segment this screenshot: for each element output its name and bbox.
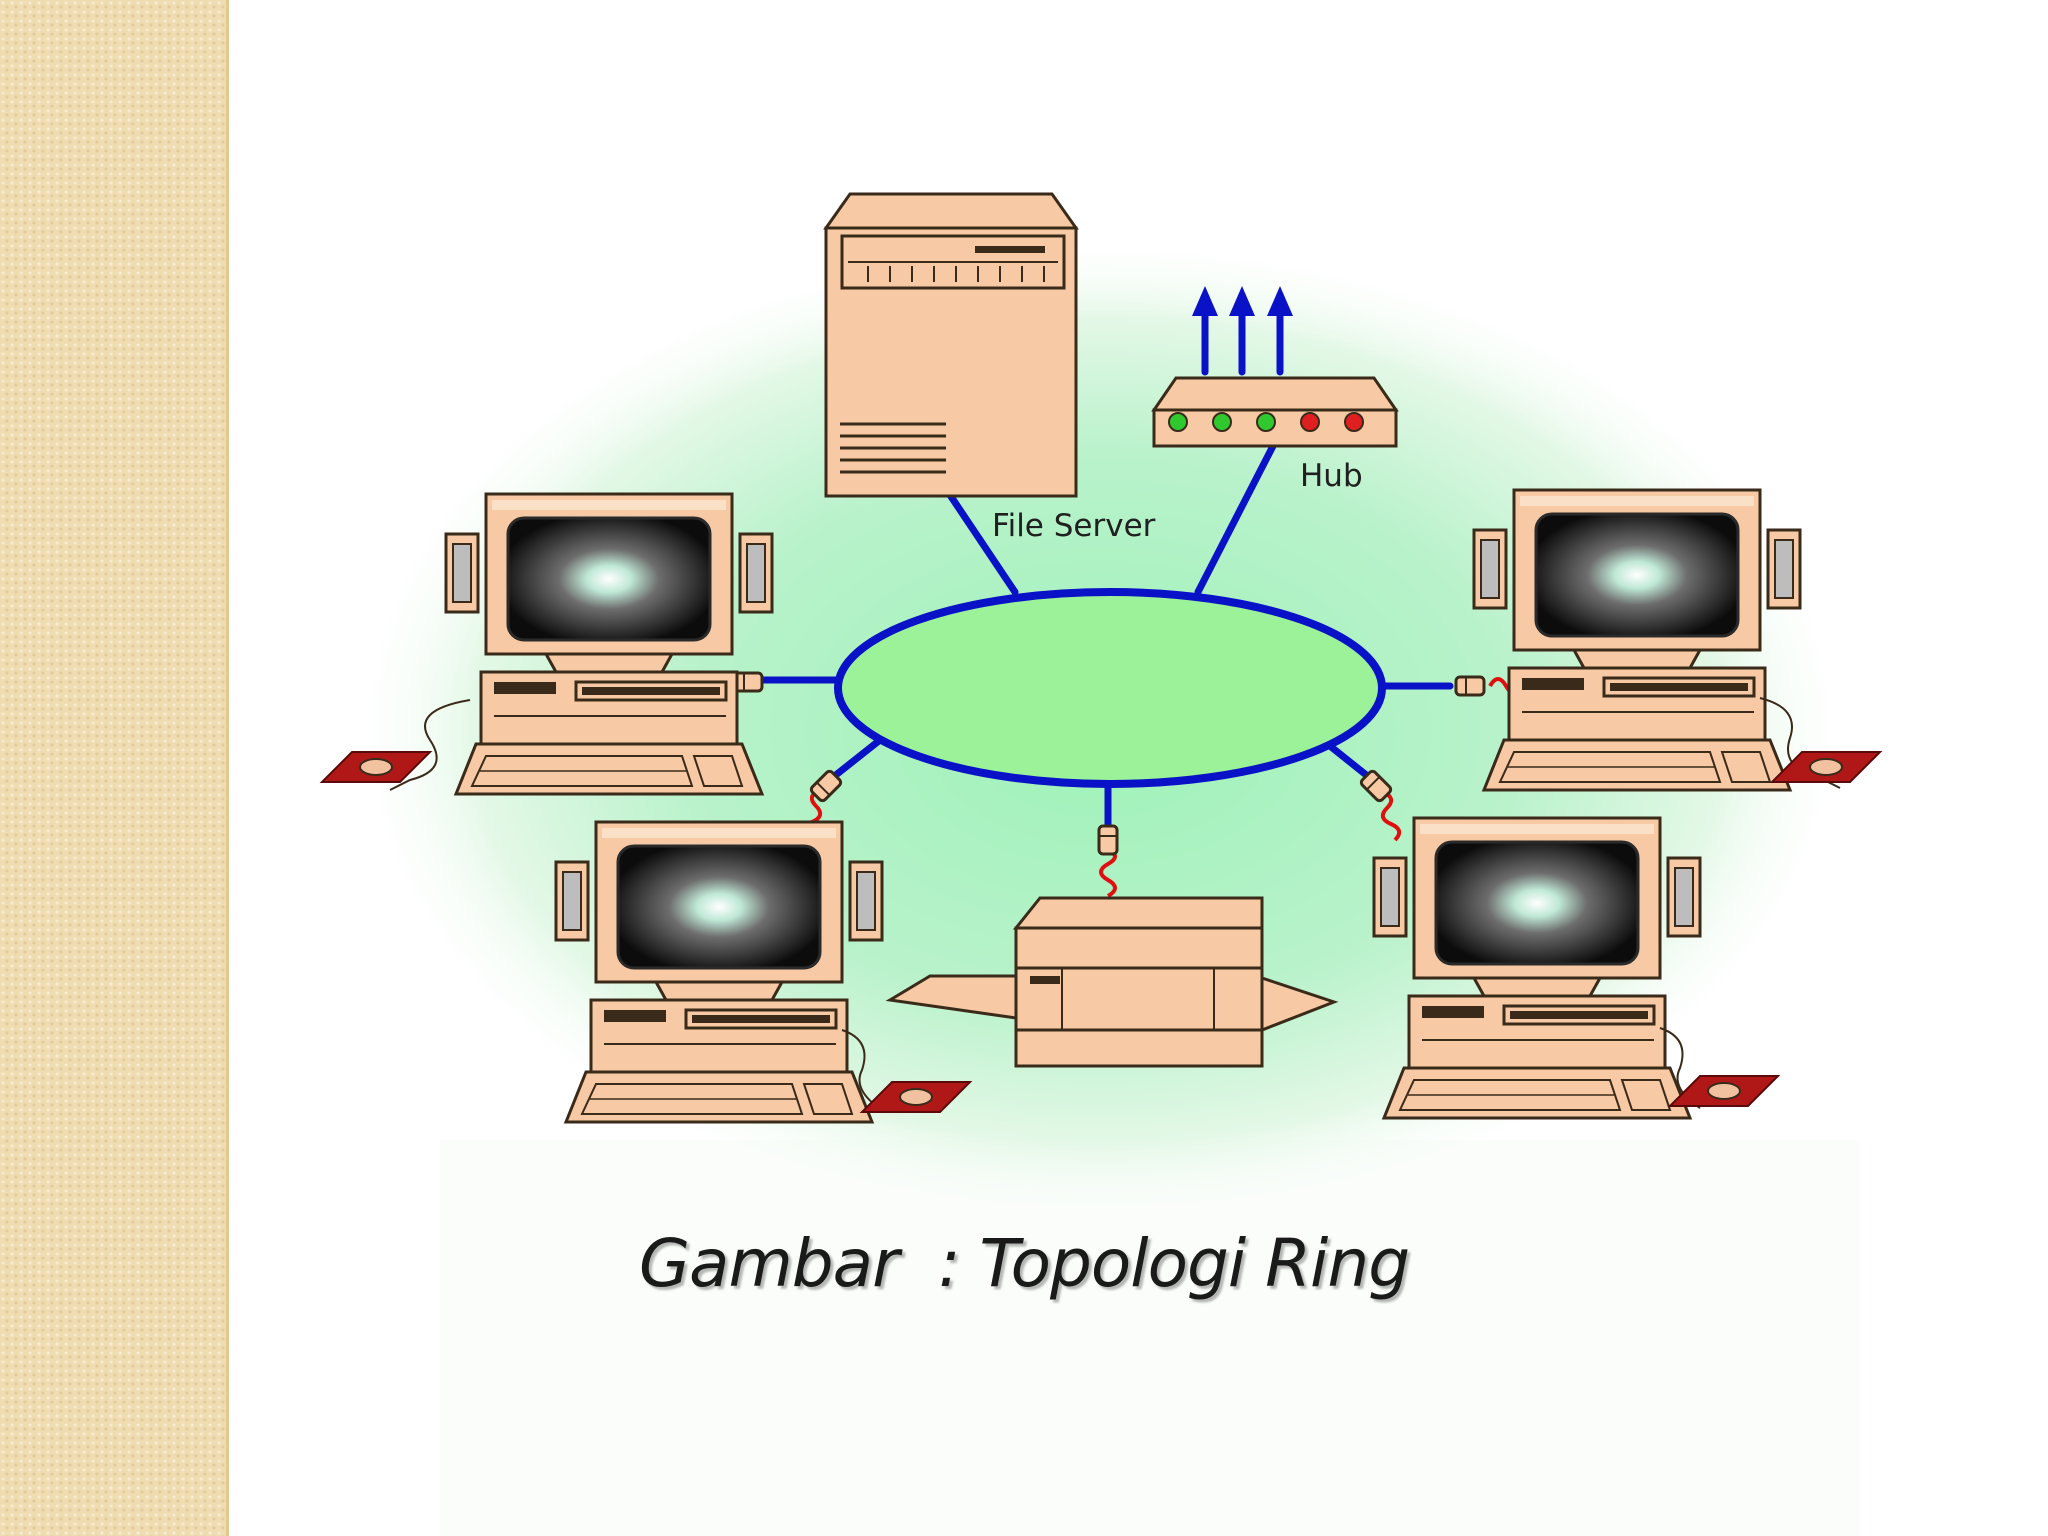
computer-bottom-left [554, 820, 884, 1124]
cable-plug [1454, 675, 1486, 697]
hub-icon [1151, 376, 1399, 448]
file-server-label: File Server [992, 508, 1156, 544]
figure-caption: Gambar : Topologi Ring [638, 1225, 1410, 1302]
led-green [1212, 412, 1232, 432]
cable-plug [1097, 824, 1119, 856]
led-green [1168, 412, 1188, 432]
computer-top-right [1472, 488, 1802, 792]
server-icon [823, 192, 1079, 498]
side-strip-edge [226, 0, 229, 1536]
printer-icon [885, 896, 1339, 1068]
hub-uplink-arrows [1192, 286, 1293, 316]
decorative-side-strip [0, 0, 228, 1536]
led-red [1300, 412, 1320, 432]
hub-label: Hub [1300, 458, 1363, 494]
computer-bottom-right [1372, 816, 1702, 1120]
led-red [1344, 412, 1364, 432]
mouse-bottom-right [1669, 1075, 1779, 1107]
ring-network [834, 588, 1386, 788]
computer-top-left [444, 492, 774, 796]
led-green [1256, 412, 1276, 432]
